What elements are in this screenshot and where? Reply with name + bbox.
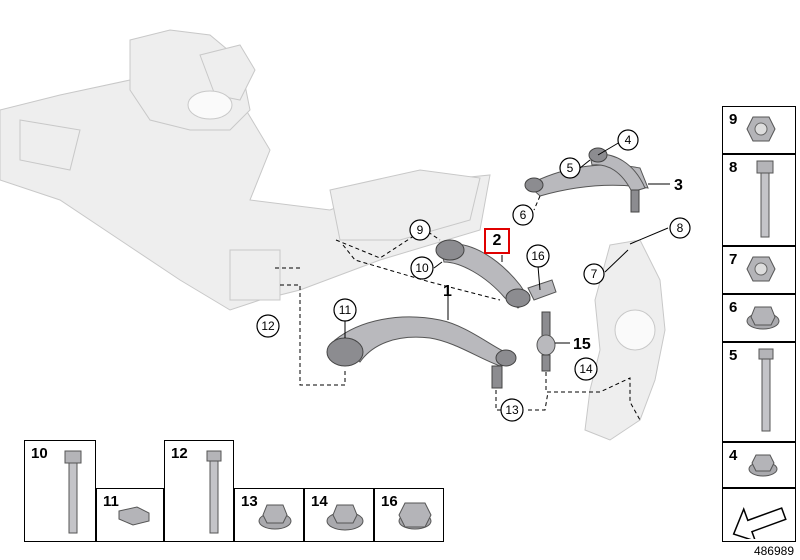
fastener-cell-number: 16 [381,493,398,510]
flange-nut-icon [326,504,364,531]
svg-text:6: 6 [520,208,527,222]
svg-text:10: 10 [415,261,429,275]
fastener-cell-11[interactable]: 11 [96,488,164,542]
bolt-icon [64,450,82,534]
reference-number: 486989 [753,544,794,558]
svg-text:5: 5 [567,161,574,175]
fastener-cell-16[interactable]: 16 [374,488,444,542]
ball-joint-part-15[interactable] [536,311,556,372]
fastener-cell-12[interactable]: 12 [164,440,234,542]
callout-14: 14 [574,357,598,381]
callout-4: 4 [617,129,639,151]
fastener-cell-7[interactable]: 7 [722,246,796,294]
long-bolt-icon [758,348,774,432]
fastener-cell-number: 13 [241,493,258,510]
arrow-cell [722,488,796,543]
svg-text:13: 13 [505,403,519,417]
label-15: 15 [573,336,591,353]
upper-wishbone-part-3[interactable] [524,147,649,213]
svg-text:12: 12 [261,319,275,333]
callout-5: 5 [559,157,581,179]
clip-icon [118,506,150,526]
direction-arrow-icon [732,507,787,543]
control-arm-part-1[interactable] [326,316,517,389]
fastener-cell-number: 9 [729,111,738,128]
fastener-cell-13[interactable]: 13 [234,488,304,542]
fastener-cell-number: 14 [311,493,328,510]
flange-nut-icon [746,256,776,282]
fastener-cell-14[interactable]: 14 [304,488,374,542]
hex-nut-icon [398,502,432,530]
bolt-icon [756,160,774,238]
label-3: 3 [674,177,683,194]
callout-7: 7 [583,263,605,285]
fastener-cell-number: 5 [729,347,738,364]
fastener-cell-4[interactable]: 4 [722,442,796,488]
fastener-cell-number: 6 [729,299,738,316]
fastener-cell-number: 8 [729,159,738,176]
fastener-cell-number: 10 [31,445,48,462]
collar-nut-icon [258,504,292,530]
fastener-cell-number: 12 [171,445,188,462]
hex-nut-icon [746,116,776,142]
svg-text:7: 7 [591,267,598,281]
fastener-cell-number: 11 [103,493,119,510]
svg-text:4: 4 [625,133,632,147]
collar-nut-icon [746,306,780,330]
callout-9: 9 [409,219,431,241]
svg-text:9: 9 [417,223,424,237]
svg-text:14: 14 [579,362,593,376]
callout-12: 12 [256,314,280,338]
fastener-cell-5[interactable]: 5 [722,342,796,442]
callout-6: 6 [512,204,534,226]
fastener-cell-9[interactable]: 9 [722,106,796,154]
lower-arm-part-2[interactable] [435,239,557,309]
fastener-cell-8[interactable]: 8 [722,154,796,246]
svg-text:8: 8 [677,221,684,235]
callout-11: 11 [333,298,357,322]
label-1: 1 [443,283,452,300]
svg-text:11: 11 [339,303,352,317]
stud-bolt-icon [206,450,222,534]
fastener-cell-number: 4 [729,447,738,464]
subframe-ghost [0,29,491,311]
svg-text:16: 16 [531,249,545,263]
fastener-cell-6[interactable]: 6 [722,294,796,342]
fastener-cell-10[interactable]: 10 [24,440,96,542]
callout-16: 16 [526,244,550,268]
highlighted-part-label[interactable]: 2 [484,228,510,254]
callout-8: 8 [669,217,691,239]
self-locking-nut-icon [748,454,778,477]
fastener-cell-number: 7 [729,251,738,268]
callout-13: 13 [500,398,524,422]
callout-10: 10 [410,256,434,280]
